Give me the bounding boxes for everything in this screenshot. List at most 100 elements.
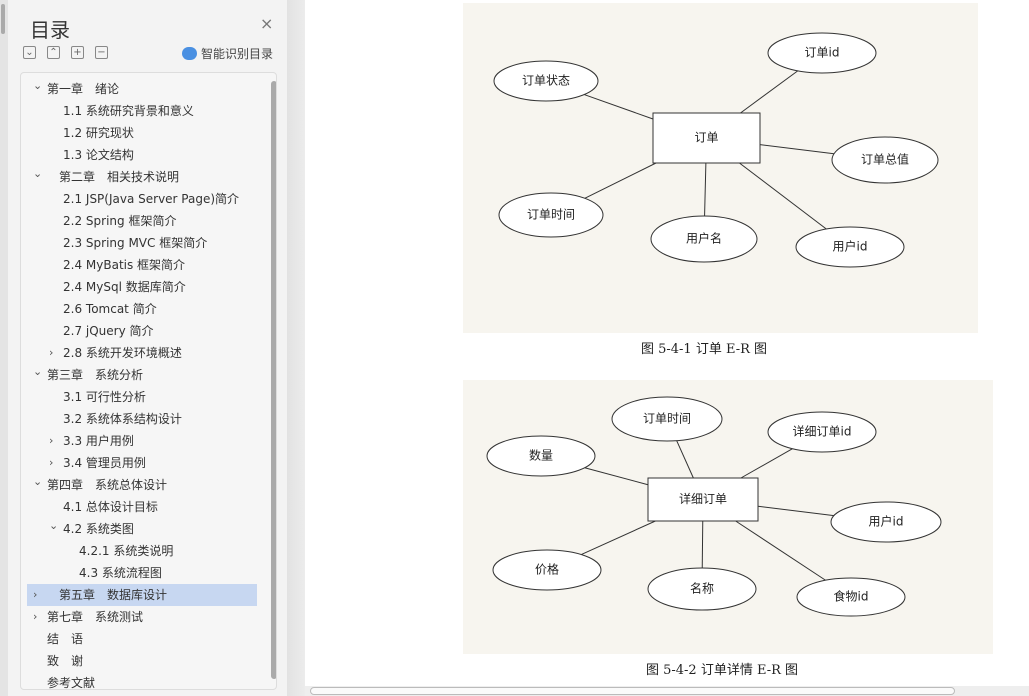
toc-item-label: 3.1 可行性分析 (63, 390, 146, 404)
toc-item[interactable]: 4.2.1 系统类说明 (27, 540, 257, 562)
attribute-label: 数量 (529, 448, 553, 463)
chevron-right-icon[interactable]: › (49, 456, 54, 469)
toc-item-label: 第五章 数据库设计 (59, 588, 168, 602)
toc-item-label: 2.3 Spring MVC 框架简介 (63, 236, 208, 250)
attribute-label: 价格 (535, 562, 559, 577)
toc-item-label: 4.1 总体设计目标 (63, 500, 158, 514)
toc-item[interactable]: 结 语 (27, 628, 257, 650)
toc-item[interactable]: ⌄ 第二章 相关技术说明 (27, 166, 257, 188)
horizontal-scrollbar[interactable] (305, 686, 1029, 696)
attribute-ellipse (611, 396, 723, 442)
entity-box (652, 112, 761, 164)
toc-item-label: 2.6 Tomcat 简介 (63, 302, 157, 316)
smart-toc-button[interactable]: 智能识别目录 (182, 45, 273, 62)
toc-item[interactable]: › 第七章 系统测试 (27, 606, 257, 628)
toc-item[interactable]: ›3.4 管理员用例 (27, 452, 257, 474)
toc-item-label: 2.7 jQuery 简介 (63, 324, 154, 338)
expand-all-button[interactable]: ⌄ (23, 46, 36, 59)
toc-item[interactable]: 1.2 研究现状 (27, 122, 257, 144)
toc-item-label: 1.1 系统研究背景和意义 (63, 104, 194, 118)
relationship-line (740, 448, 793, 479)
close-icon[interactable]: × (260, 14, 274, 33)
relationship-line (739, 162, 827, 230)
relationship-line (584, 94, 654, 120)
toc-item-label: 4.2 系统类图 (63, 522, 134, 536)
toc-item-label: 1.3 论文结构 (63, 148, 134, 162)
toc-item[interactable]: 4.1 总体设计目标 (27, 496, 257, 518)
chevron-down-icon[interactable]: ⌄ (33, 365, 43, 378)
add-button[interactable]: + (71, 46, 84, 59)
collapse-all-button[interactable]: ⌃ (47, 46, 60, 59)
toc-item[interactable]: 1.3 论文结构 (27, 144, 257, 166)
attribute-label: 名称 (690, 581, 714, 596)
smart-toc-label: 智能识别目录 (201, 47, 274, 61)
relationship-line (584, 162, 657, 199)
toc-item[interactable]: 2.4 MyBatis 框架简介 (27, 254, 257, 276)
chevron-down-icon[interactable]: ⌄ (33, 475, 43, 488)
toc-item[interactable]: 2.6 Tomcat 简介 (27, 298, 257, 320)
toc-scrollbar[interactable] (271, 81, 276, 679)
toc-item-label: 第七章 系统测试 (47, 610, 144, 624)
toc-item-label: 2.4 MyBatis 框架简介 (63, 258, 186, 272)
relationship-line (757, 505, 834, 517)
toc-item-label: 4.3 系统流程图 (79, 566, 162, 580)
toc-item[interactable]: ⌄第四章 系统总体设计 (27, 474, 257, 496)
toc-item[interactable]: 1.1 系统研究背景和意义 (27, 100, 257, 122)
chevron-down-icon[interactable]: ⌄ (49, 519, 59, 532)
toc-item[interactable]: ⌄ 第一章 绪论 (27, 78, 257, 100)
left-scrollbar[interactable] (0, 0, 8, 696)
relationship-line (740, 70, 799, 114)
attribute-ellipse (498, 192, 604, 238)
figure-caption: 图 5-4-1 订单 E-R 图 (640, 342, 768, 357)
chevron-down-icon[interactable]: ⌄ (33, 167, 43, 180)
entity-label: 详细订单 (679, 491, 727, 506)
relationship-line (735, 520, 826, 581)
toc-item[interactable]: 2.3 Spring MVC 框架简介 (27, 232, 257, 254)
toc-item-label: 参考文献 (47, 676, 96, 690)
chevron-down-icon[interactable]: ⌄ (33, 79, 43, 92)
toc-item[interactable]: › 第五章 数据库设计 (27, 584, 257, 606)
toc-item[interactable]: 致 谢 (27, 650, 257, 672)
toc-item[interactable]: 2.7 jQuery 简介 (27, 320, 257, 342)
relationship-line (701, 520, 704, 569)
chevron-right-icon[interactable]: › (49, 346, 54, 359)
attribute-ellipse (647, 567, 757, 611)
toc-item-label: 结 语 (47, 632, 84, 646)
toc-item[interactable]: ›2.8 系统开发环境概述 (27, 342, 257, 364)
attribute-ellipse (767, 32, 877, 74)
toc-item[interactable]: 参考文献 (27, 672, 257, 690)
entity-label: 订单 (694, 131, 718, 145)
toc-item-label: 4.2.1 系统类说明 (79, 544, 174, 558)
toc-item-label: 第一章 绪论 (47, 82, 120, 96)
chevron-right-icon[interactable]: › (33, 588, 38, 601)
attribute-ellipse (493, 60, 599, 102)
attribute-label: 用户id (869, 514, 904, 529)
chevron-right-icon[interactable]: › (33, 610, 38, 623)
splitter[interactable] (287, 0, 305, 696)
toc-item[interactable]: 4.3 系统流程图 (27, 562, 257, 584)
toc-item-label: 第二章 相关技术说明 (59, 170, 180, 184)
toc-item[interactable]: ⌄ 4.2 系统类图 (27, 518, 257, 540)
attribute-label: 订单id (805, 46, 840, 60)
toc-item[interactable]: 2.2 Spring 框架简介 (27, 210, 257, 232)
relationship-line (759, 144, 835, 155)
scroll-thumb[interactable] (1, 4, 5, 34)
attribute-label: 食物id (834, 589, 869, 604)
chevron-right-icon[interactable]: › (49, 434, 54, 447)
attribute-ellipse (830, 501, 942, 543)
toc-item[interactable]: 2.4 MySql 数据库简介 (27, 276, 257, 298)
remove-button[interactable]: − (95, 46, 108, 59)
toc-item[interactable]: 2.1 JSP(Java Server Page)简介 (27, 188, 257, 210)
scroll-thumb[interactable] (310, 687, 955, 695)
toc-list: ⌄ 第一章 绪论 1.1 系统研究背景和意义 1.2 研究现状 1.3 论文结构 ⌄ 第二章… (20, 72, 277, 690)
toc-item[interactable]: 3.1 可行性分析 (27, 386, 257, 408)
ai-icon (182, 47, 197, 60)
attribute-ellipse (767, 411, 877, 453)
toc-item-label: 致 谢 (47, 654, 84, 668)
toc-item[interactable]: 3.2 系统体系结构设计 (27, 408, 257, 430)
toc-item-label: 3.2 系统体系结构设计 (63, 412, 182, 426)
toc-item[interactable]: ⌄第三章 系统分析 (27, 364, 257, 386)
toc-item[interactable]: ›3.3 用户用例 (27, 430, 257, 452)
attribute-label: 订单总值 (861, 152, 909, 167)
attribute-ellipse (831, 136, 939, 184)
